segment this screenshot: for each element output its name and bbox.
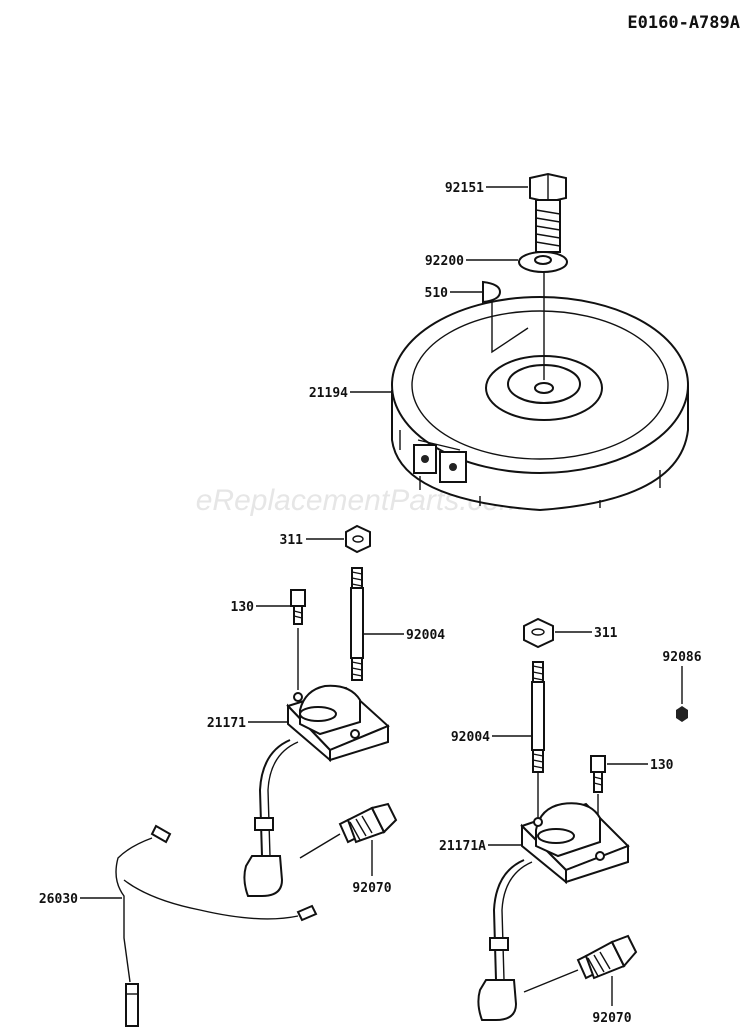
nut-92086[interactable]: [676, 706, 688, 722]
label-92004-left[interactable]: 92004: [406, 628, 445, 643]
label-92086[interactable]: 92086: [662, 650, 701, 665]
label-311-right[interactable]: 311: [594, 626, 618, 641]
flywheel-21194[interactable]: [391, 296, 689, 512]
flywheel-magnets: [413, 439, 467, 483]
label-311-left[interactable]: 311: [280, 533, 304, 548]
diagram-code: E0160-A789A: [627, 13, 740, 33]
spark-plug-92070-right[interactable]: [576, 934, 638, 980]
key-510[interactable]: [482, 280, 502, 304]
axis-line-92070-left: [299, 833, 341, 859]
bolt-130-left[interactable]: [290, 589, 306, 625]
stud-92004-right[interactable]: [531, 661, 545, 773]
label-92070-left[interactable]: 92070: [352, 881, 391, 896]
label-21171[interactable]: 21171: [207, 716, 246, 731]
axis-line-key: [491, 300, 529, 354]
label-92151[interactable]: 92151: [445, 181, 484, 196]
label-92070-right[interactable]: 92070: [592, 1011, 631, 1026]
label-130-right[interactable]: 130: [650, 758, 674, 773]
label-26030[interactable]: 26030: [39, 892, 78, 907]
wire-harness-26030[interactable]: [115, 824, 318, 1027]
label-92200[interactable]: 92200: [425, 254, 464, 269]
bolt-130-right[interactable]: [590, 755, 606, 793]
spark-plug-92070-left[interactable]: [338, 802, 398, 844]
nut-311-left[interactable]: [345, 524, 371, 554]
stud-92004-left[interactable]: [350, 567, 364, 681]
washer-92200[interactable]: [518, 251, 568, 273]
label-92004-right[interactable]: 92004: [451, 730, 490, 745]
label-21171A[interactable]: 21171A: [439, 839, 486, 854]
label-510[interactable]: 510: [425, 286, 449, 301]
nut-311-right[interactable]: [523, 617, 554, 649]
ignition-coil-21171A[interactable]: [477, 802, 630, 1021]
label-21194[interactable]: 21194: [309, 386, 348, 401]
label-130-left[interactable]: 130: [231, 600, 255, 615]
axis-line-92070-right: [523, 969, 579, 993]
bolt-92151[interactable]: [529, 172, 567, 253]
ignition-coil-21171[interactable]: [243, 684, 390, 897]
